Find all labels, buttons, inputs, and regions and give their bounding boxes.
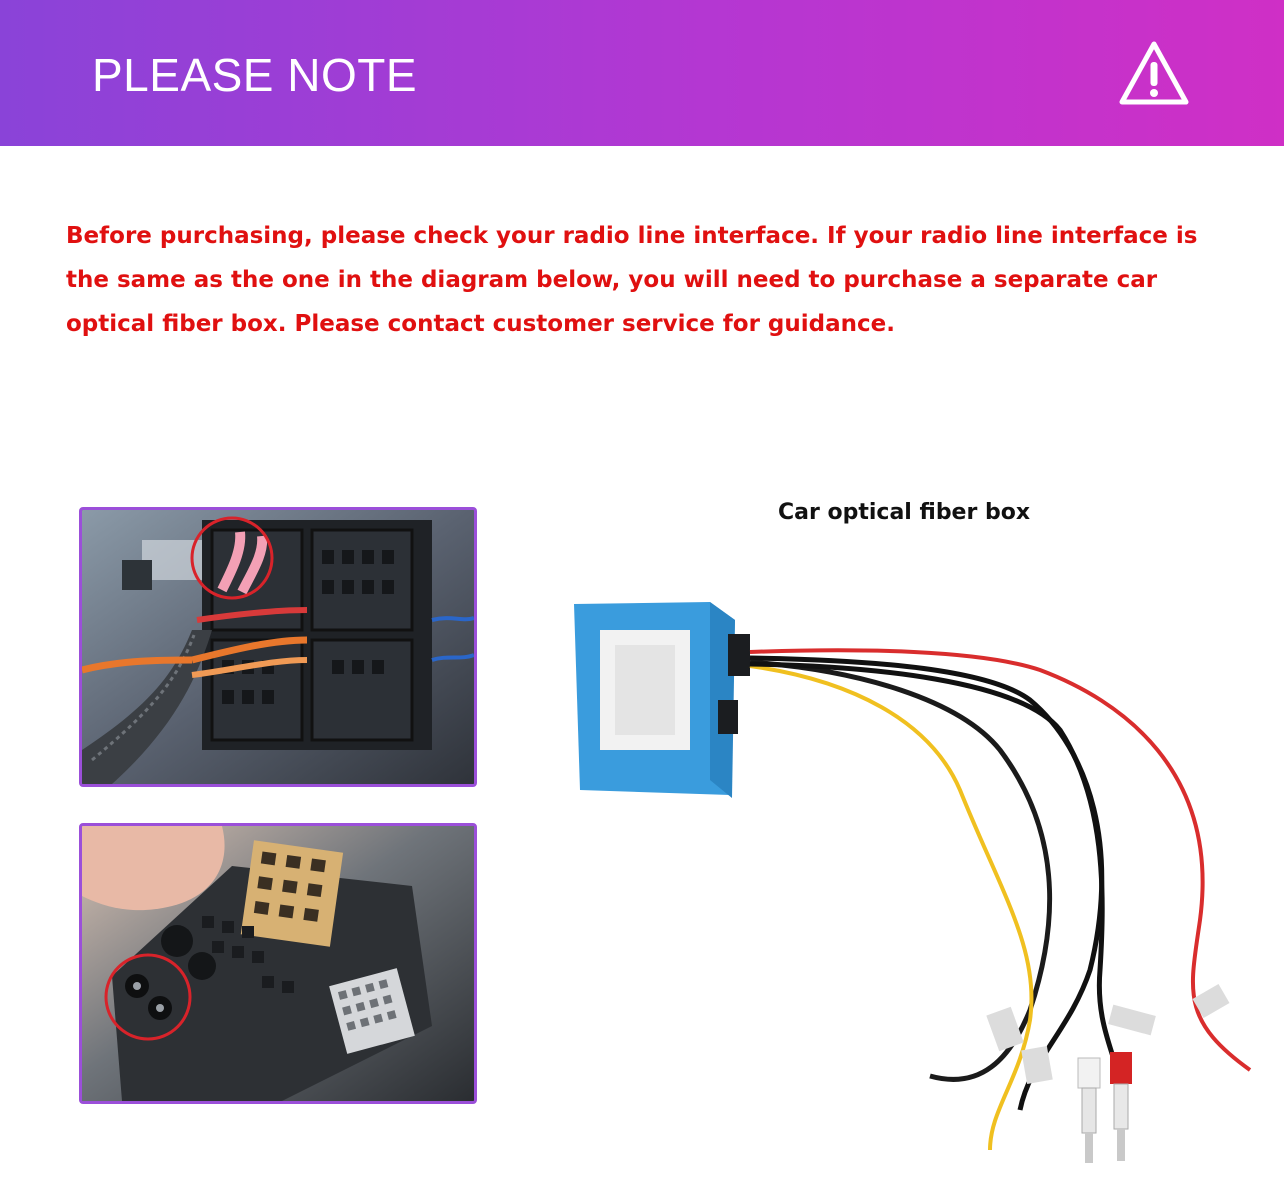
purchase-notice: Before purchasing, please check your rad… [66,223,1198,337]
banner-title: PLEASE NOTE [92,49,418,101]
header-banner: PLEASE NOTE [0,0,1284,146]
radio-connector-photo-top [79,507,477,787]
optical-fiber-box-illustration [574,602,1252,1163]
product-label: Car optical fiber box [778,500,1031,525]
radio-connector-photo-bottom [79,823,477,1104]
warning-triangle-icon [1119,41,1189,105]
rca-red-plug [1110,1052,1132,1161]
rca-white-plug [1077,1057,1101,1163]
